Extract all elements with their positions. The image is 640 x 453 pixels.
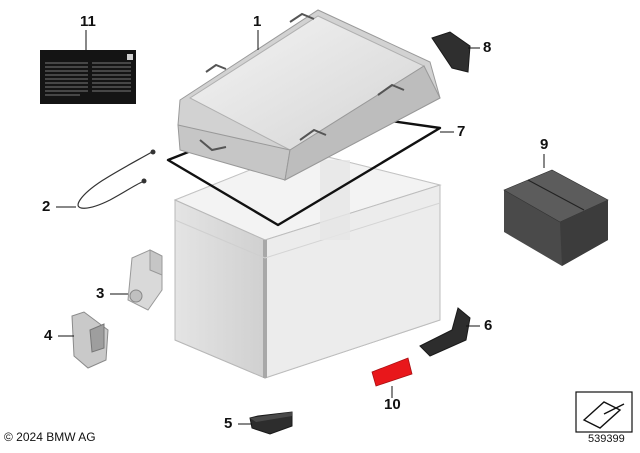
reflector-icon[interactable]: [371, 357, 413, 387]
case-body-icon[interactable]: [173, 149, 442, 379]
diagram-id: 539399: [588, 433, 625, 445]
callout-6[interactable]: 6: [484, 317, 493, 334]
callout-2[interactable]: 2: [42, 198, 51, 215]
callout-5[interactable]: 5: [224, 415, 233, 432]
inner-bag-icon[interactable]: [503, 169, 609, 266]
corner-protector-icon[interactable]: [249, 411, 293, 435]
callout-7[interactable]: 7: [457, 123, 466, 140]
callout-11[interactable]: 11: [80, 13, 96, 30]
leader-lines: [56, 30, 545, 425]
side-protector-icon[interactable]: [419, 307, 471, 357]
hinge-bracket-icon[interactable]: [71, 311, 109, 369]
callout-1[interactable]: 1: [253, 13, 262, 30]
label-sticker-icon[interactable]: [40, 50, 136, 104]
retaining-cable-icon[interactable]: [77, 149, 156, 209]
case-lid-icon[interactable]: [177, 9, 441, 181]
lid-corner-cap-icon[interactable]: [431, 31, 471, 73]
callout-8[interactable]: 8: [483, 39, 492, 56]
copyright-text: © 2024 BMW AG: [4, 430, 96, 444]
callout-10[interactable]: 10: [384, 396, 401, 413]
callout-3[interactable]: 3: [96, 285, 105, 302]
lock-bracket-icon[interactable]: [127, 249, 163, 311]
callout-4[interactable]: 4: [44, 327, 53, 344]
callout-9[interactable]: 9: [540, 136, 549, 153]
diagram-navigation-icon[interactable]: [575, 391, 633, 433]
